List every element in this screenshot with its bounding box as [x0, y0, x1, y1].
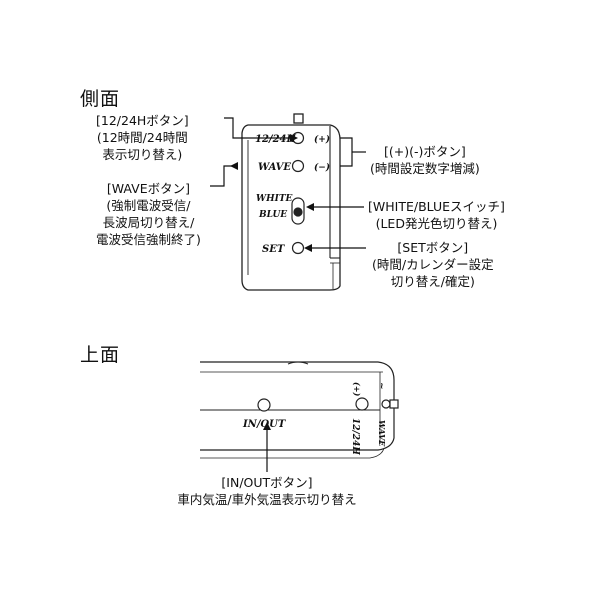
device-label-1224: 12/24H	[255, 134, 296, 145]
side-leader-lines	[210, 117, 366, 249]
top-1224-button-shape	[355, 397, 369, 411]
callout-inout-desc: 車内気温/車外気温表示切り替え	[177, 492, 357, 507]
arrow-inout	[263, 422, 271, 430]
callout-whiteblue-desc: (LED発光色切り替え)	[375, 216, 498, 231]
device-label-plus: (+)	[314, 134, 330, 145]
arrow-set	[304, 244, 312, 252]
callout-plusminus-button: [(+)(-)ボタン] (時間設定数字増減)	[370, 143, 480, 177]
callout-whiteblue-title: [WHITE/BLUEスイッチ]	[368, 199, 505, 214]
arrow-1224	[290, 134, 298, 142]
callout-1224-desc-1: (12時間/24時間	[96, 130, 188, 145]
callout-inout-button: [IN/OUTボタン] 車内気温/車外気温表示切り替え	[172, 474, 362, 508]
top-tab	[389, 399, 399, 409]
callout-wave-title: [WAVEボタン]	[106, 181, 191, 196]
callout-plusminus-title: [(+)(-)ボタン]	[384, 144, 466, 159]
callout-wave-button: [WAVEボタン] (強制電波受信/ 長波局切り替え/ 電波受信強制終了)	[96, 180, 201, 248]
callout-1224-title: [12/24Hボタン]	[96, 113, 189, 128]
device-label-wave: WAVE	[258, 162, 291, 173]
side-switch-knob	[293, 207, 303, 217]
side-wave-button-shape	[291, 159, 305, 173]
top-buttons	[257, 397, 399, 412]
side-set-button-shape	[291, 241, 305, 255]
callout-whiteblue-switch: [WHITE/BLUEスイッチ] (LED発光色切り替え)	[368, 198, 505, 232]
top-view-heading: 上面	[80, 344, 121, 366]
top-inout-button-shape	[257, 398, 271, 412]
device-label-top-wave: WAVE	[377, 420, 387, 447]
callout-1224-desc-2: 表示切り替え)	[102, 147, 183, 162]
arrow-wave	[230, 162, 238, 170]
device-label-top-1224: 12/24H	[350, 418, 360, 455]
callout-wave-desc-3: 電波受信強制終了)	[96, 232, 201, 247]
device-label-top-tilde: ~	[376, 382, 386, 390]
device-label-blue: BLUE	[258, 210, 287, 220]
callout-1224-button: [12/24Hボタン] (12時間/24時間 表示切り替え)	[96, 112, 189, 163]
callout-set-title: [SETボタン]	[397, 240, 469, 255]
side-arrowheads	[230, 134, 314, 252]
side-device-body	[241, 113, 341, 291]
callout-set-desc-2: 切り替え/確定)	[390, 274, 475, 289]
device-label-set: SET	[262, 244, 286, 255]
arrow-whiteblue	[306, 203, 314, 211]
device-label-white: WHITE	[256, 194, 293, 204]
device-label-top-plus: (+)	[352, 382, 362, 396]
callout-inout-title: [IN/OUTボタン]	[221, 475, 313, 490]
side-view-heading: 側面	[80, 88, 121, 110]
leader-wave	[210, 165, 238, 187]
leader-1224	[224, 117, 290, 139]
callout-set-button: [SETボタン] (時間/カレンダー設定 切り替え/確定)	[372, 239, 494, 290]
top-device-body	[200, 361, 395, 459]
device-label-minus: (−)	[314, 162, 330, 173]
callout-plusminus-desc: (時間設定数字増減)	[370, 161, 480, 176]
callout-wave-desc-2: 長波局切り替え/	[102, 215, 195, 230]
leader-plusminus-bracket	[340, 137, 353, 167]
device-label-inout: IN/OUT	[242, 419, 287, 430]
top-wave-button-shape	[381, 399, 391, 409]
side-buttons	[291, 131, 305, 255]
callout-set-desc-1: (時間/カレンダー設定	[372, 257, 494, 272]
callout-wave-desc-1: (強制電波受信/	[106, 198, 191, 213]
